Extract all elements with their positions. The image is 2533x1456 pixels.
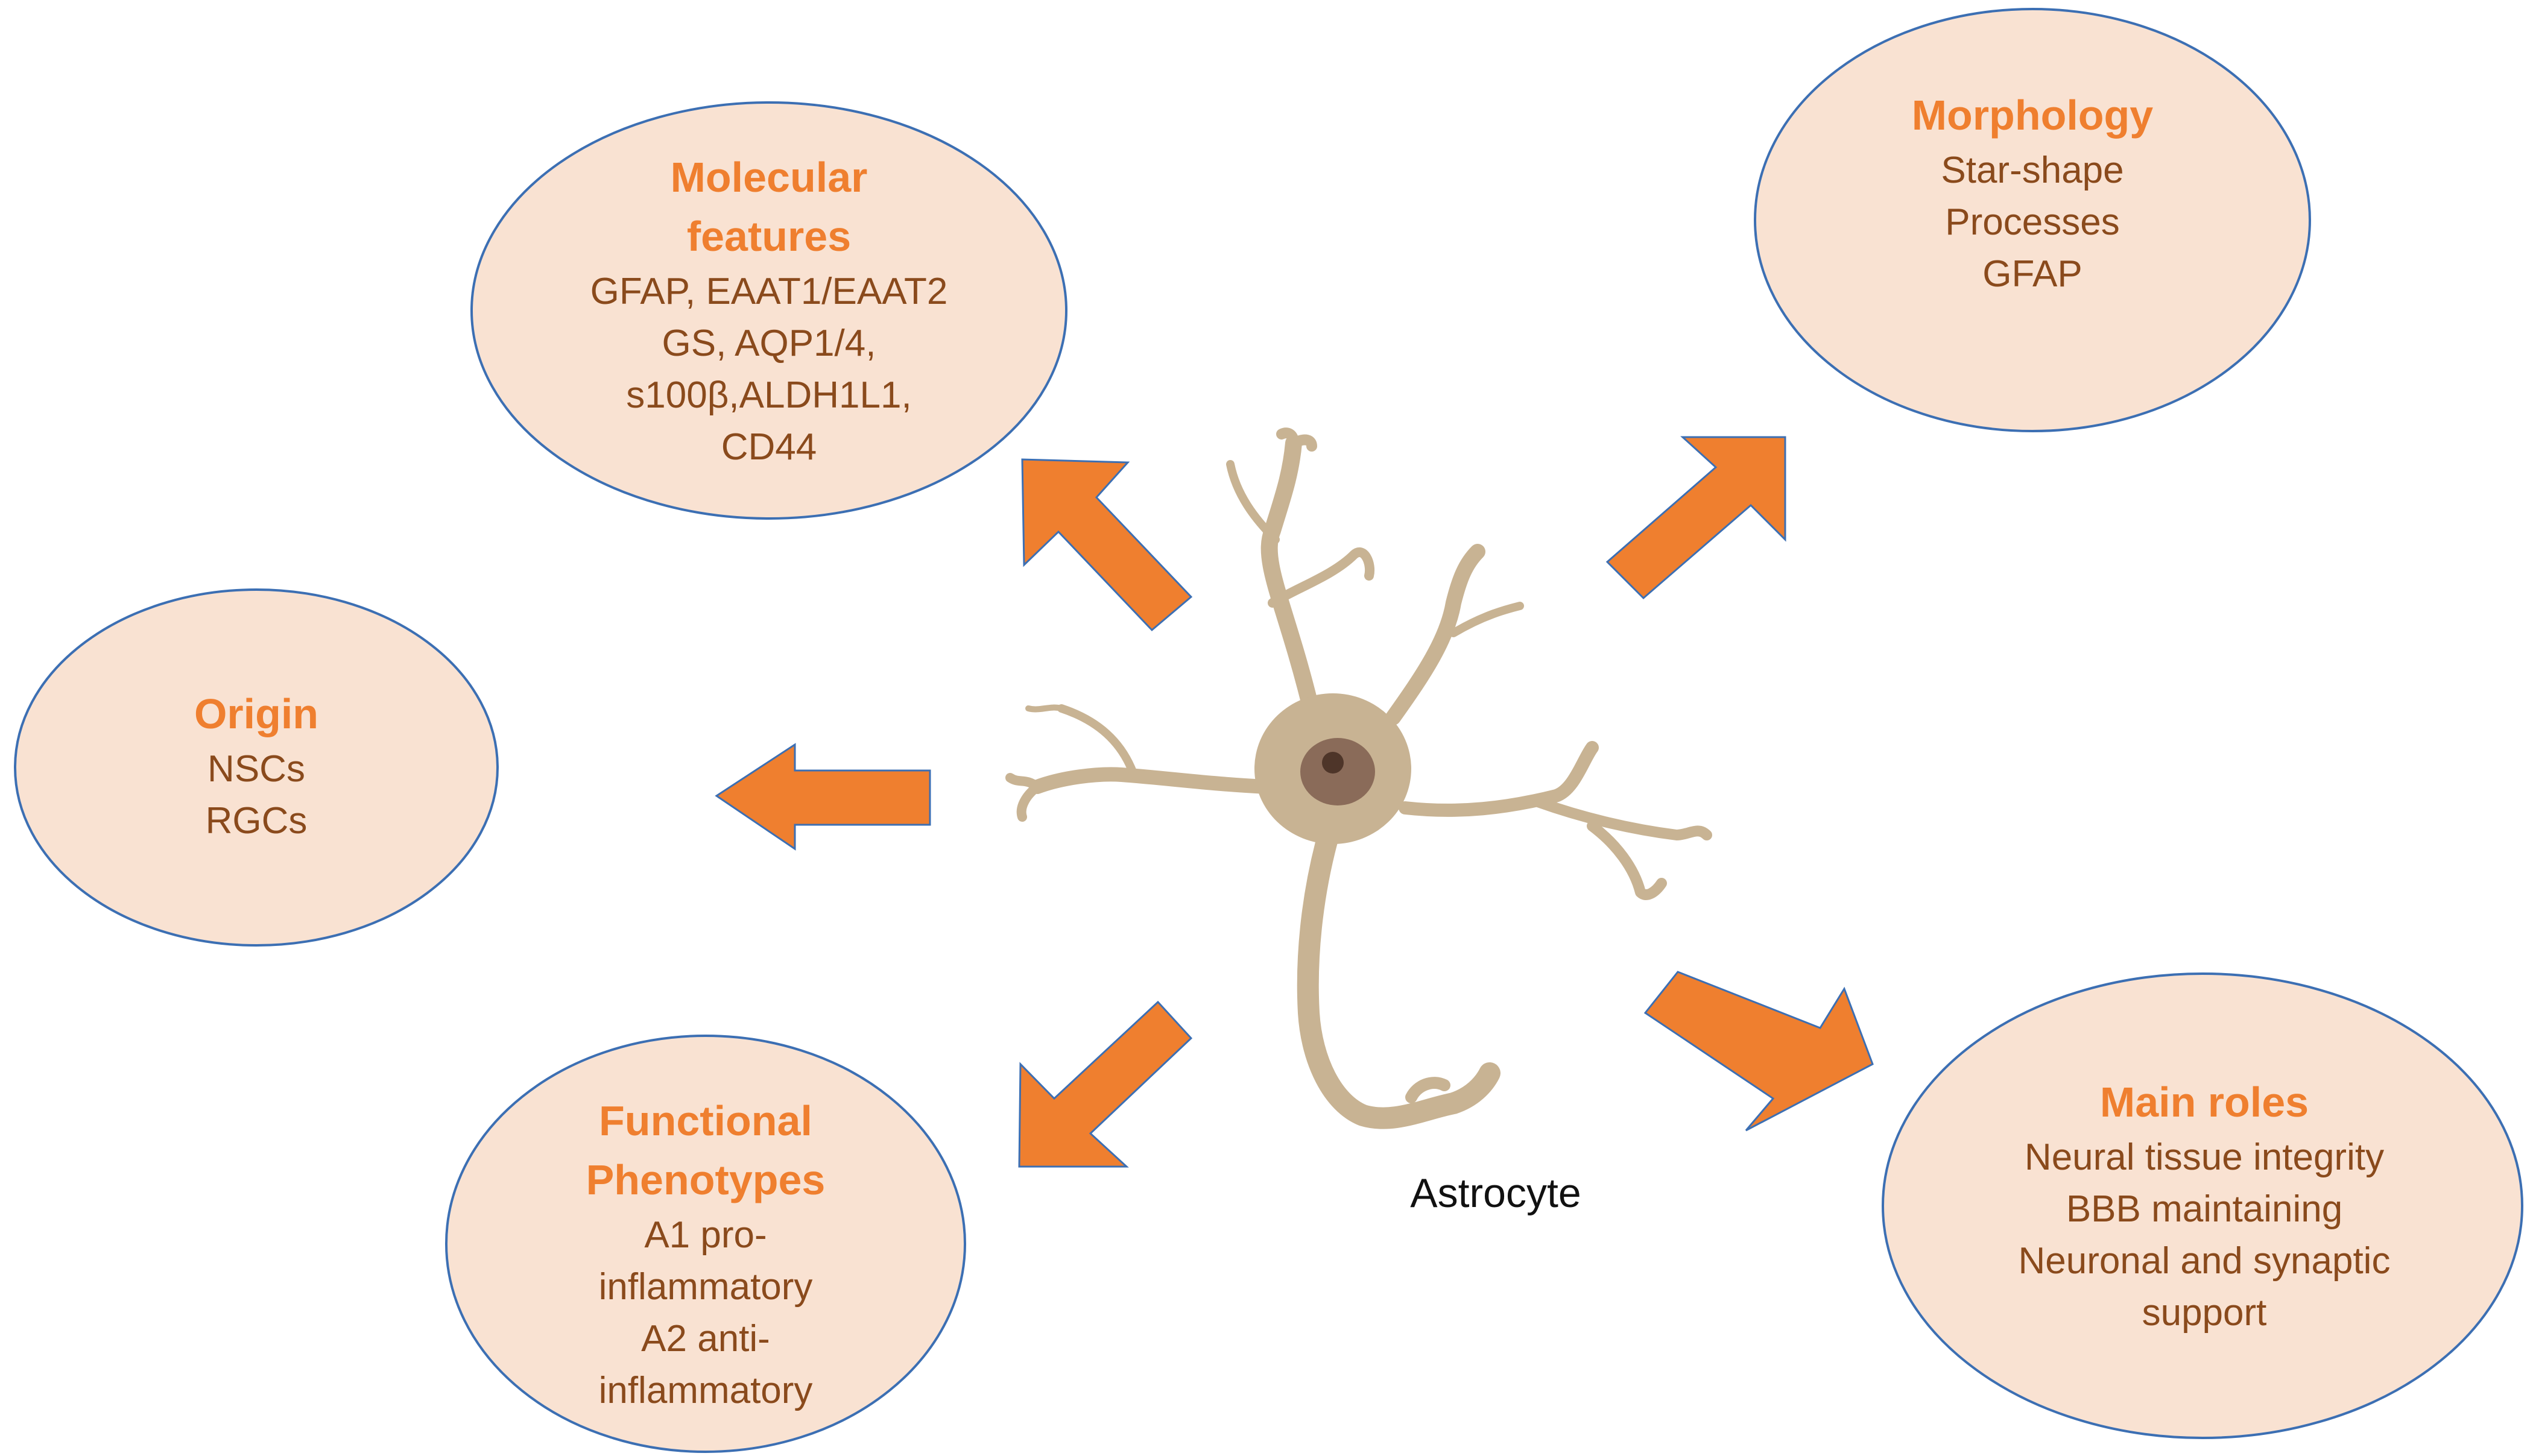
node-main-roles: Main roles Neural tissue integrity BBB m… [1936,1061,2473,1350]
node-line: NSCs [207,748,305,790]
node-title: Functional Phenotypes [586,1097,826,1203]
node-line: GFAP, EAAT1/EAAT2 [590,271,948,312]
ellipse-phenotypes [445,1035,966,1453]
node-line: Star-shape [1941,150,2124,191]
node-molecular-features: Molecular features GFAP, EAAT1/EAAT2 GS,… [516,127,1022,494]
node-line: RGCs [205,800,308,842]
cell-label: Astrocyte [1410,1170,1581,1216]
node-line: s100β,ALDH1L1, [626,374,912,416]
astrocyte-processes [1005,427,1712,1129]
node-title: Main roles [2099,1079,2309,1126]
node-origin: Origin NSCs RGCs [75,675,437,856]
arrow-to-roles [1643,971,1874,1132]
astrocyte-cell [1005,427,1712,1129]
ellipse-morphology [1754,8,2311,432]
node-line: Neuronal and synaptic [2018,1240,2391,1282]
node-line: inflammatory [598,1370,813,1411]
node-line: CD44 [721,426,817,468]
ellipse-origin [14,588,499,947]
ellipse-molecular [470,101,1067,520]
node-line: inflammatory [598,1266,813,1308]
ellipse-roles [1882,972,2523,1439]
node-title: Morphology [1911,92,2154,139]
node-line: A1 pro- [644,1214,767,1256]
node-line: GFAP [1982,253,2082,295]
node-line: GS, AQP1/4, [662,323,876,364]
arrow-to-molecular [1021,458,1193,632]
node-morphology: Morphology Star-shape Processes GFAP [1803,72,2262,314]
arrow-to-morphology [1605,436,1786,600]
node-line: support [2142,1292,2267,1334]
node-line: BBB maintaining [2066,1188,2343,1230]
node-title: Molecular features [670,154,868,260]
astrocyte-nucleolus [1322,752,1344,774]
arrow-to-origin [715,743,931,851]
node-line: Neural tissue integrity [2024,1136,2385,1178]
node-title: Origin [194,690,319,737]
node-line: A2 anti- [641,1318,770,1360]
node-functional-phenotypes: Functional Phenotypes A1 pro- inflammato… [495,1073,917,1435]
node-line: Processes [1945,201,2120,243]
arrow-to-phenotypes [1018,1000,1193,1168]
